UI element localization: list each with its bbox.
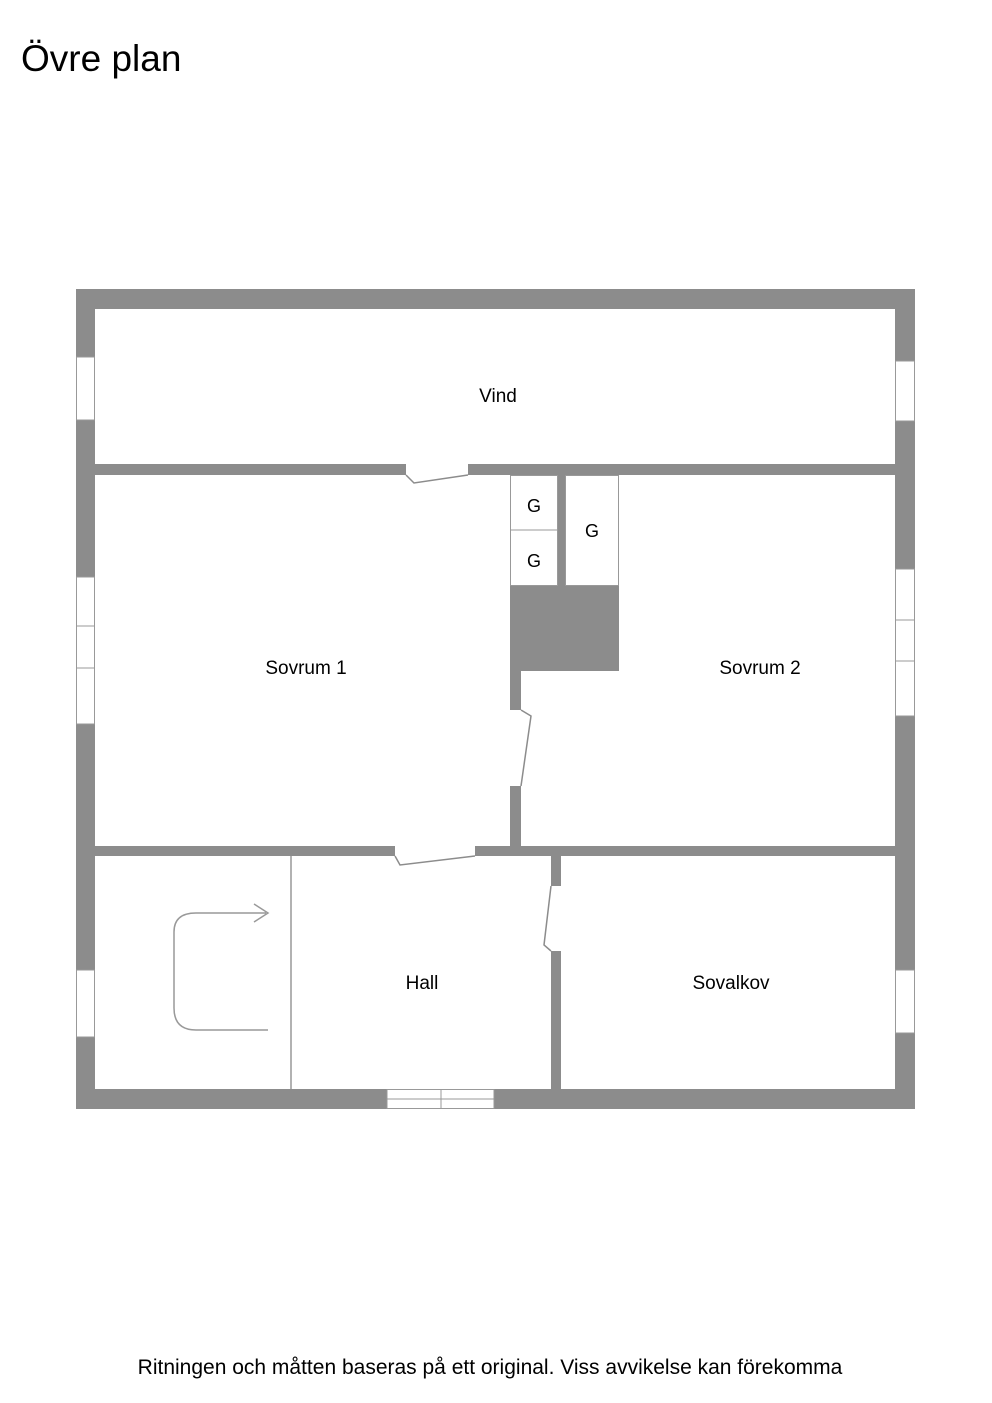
room-label-sovalkov: Sovalkov xyxy=(692,973,770,994)
chimney-icon xyxy=(510,586,619,671)
wall-hall-sovalkov-2 xyxy=(551,951,561,1089)
closets xyxy=(510,475,619,586)
room-label-hall: Hall xyxy=(406,973,439,994)
wall-mid-right xyxy=(475,846,895,856)
wall-left-3 xyxy=(76,724,95,970)
window-left-hall xyxy=(76,969,95,1038)
wall-bottom-right xyxy=(494,1089,915,1109)
page-title: Övre plan xyxy=(21,38,182,79)
outer-walls xyxy=(76,289,915,1109)
window-right-vind xyxy=(895,360,915,422)
closet-label-g1: G xyxy=(527,496,541,516)
window-right-sovrum2 xyxy=(895,568,915,717)
door-sovrum2 xyxy=(520,709,532,787)
door-sovrum1 xyxy=(394,855,476,866)
room-label-sovrum2: Sovrum 2 xyxy=(719,658,800,679)
wall-vind-right xyxy=(468,464,895,475)
wall-right-2 xyxy=(895,421,915,569)
interior-walls xyxy=(95,464,895,1089)
wall-right-1 xyxy=(895,289,915,361)
stairs-arrow-icon xyxy=(173,903,270,1031)
wall-left-4 xyxy=(76,1037,95,1109)
closet-label-g2: G xyxy=(527,551,541,571)
closet-label-g3: G xyxy=(585,521,599,541)
wall-vind-left xyxy=(95,464,406,475)
wall-mid-left xyxy=(95,846,395,856)
disclaimer-text: Ritningen och måtten baseras på ett orig… xyxy=(137,1356,843,1379)
window-right-sovalkov xyxy=(895,969,915,1034)
wall-sovrum-divider-1 xyxy=(510,671,521,710)
room-label-sovrum1: Sovrum 1 xyxy=(265,658,346,679)
door-sovalkov xyxy=(543,885,552,952)
window-left-sovrum1 xyxy=(76,576,95,725)
wall-left-2 xyxy=(76,420,95,577)
wall-top xyxy=(76,289,915,309)
wall-sovrum-divider-2 xyxy=(510,786,521,846)
wall-right-4 xyxy=(895,1033,915,1109)
wall-right-3 xyxy=(895,716,915,970)
windows xyxy=(76,356,915,1109)
doors xyxy=(394,474,552,952)
wall-left-1 xyxy=(76,289,95,357)
stairs xyxy=(173,856,292,1089)
wall-closet-mid xyxy=(557,475,565,586)
door-vind xyxy=(405,474,469,484)
window-left-vind xyxy=(76,356,95,421)
room-label-vind: Vind xyxy=(479,386,517,407)
wall-hall-sovalkov-1 xyxy=(551,856,561,886)
wall-bottom-left xyxy=(76,1089,387,1109)
